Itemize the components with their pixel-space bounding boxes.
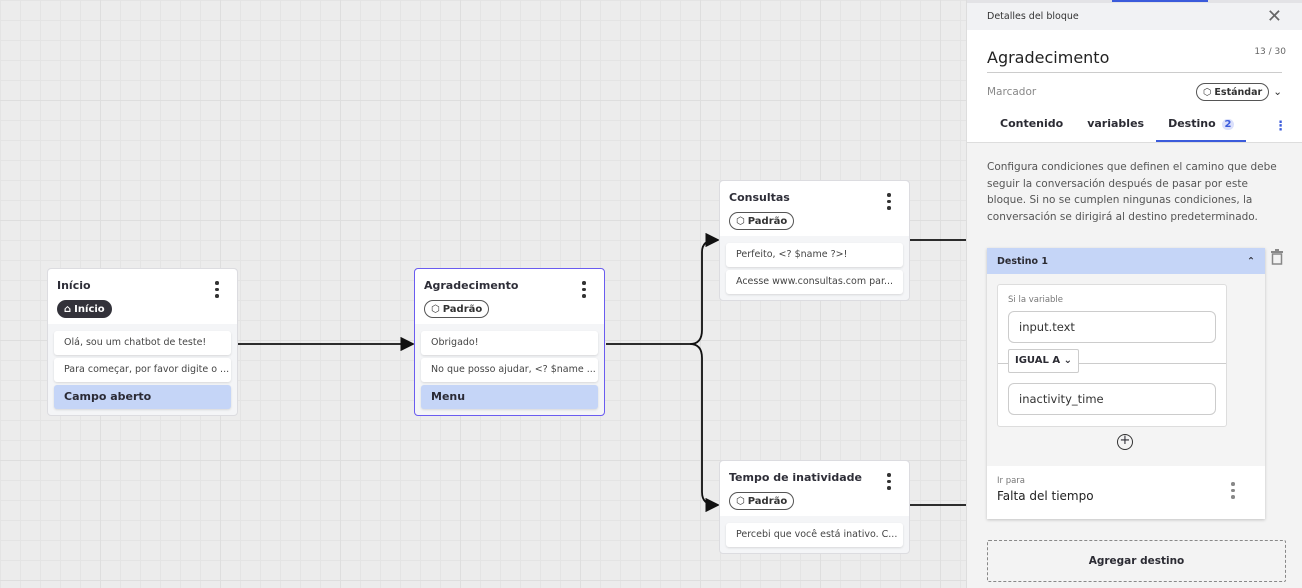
block-title-input[interactable]: Agradecimento bbox=[987, 30, 1282, 73]
home-icon: ⌂ bbox=[64, 303, 72, 315]
node-tag: ⬡Padrão bbox=[729, 492, 795, 510]
destination-header[interactable]: Destino 1 ⌃ bbox=[987, 248, 1265, 274]
edge-agradecimento-consultas bbox=[606, 232, 720, 345]
trash-icon[interactable] bbox=[1270, 249, 1284, 265]
node-tag-label: Padrão bbox=[747, 215, 788, 227]
node-item[interactable]: Campo aberto bbox=[54, 385, 231, 409]
node-menu-icon[interactable] bbox=[215, 281, 219, 298]
close-icon[interactable]: ✕ bbox=[1266, 6, 1282, 27]
chevron-up-icon[interactable]: ⌃ bbox=[1247, 255, 1255, 267]
node-item[interactable]: Olá, sou um chatbot de teste! bbox=[54, 331, 231, 355]
tab-contenido[interactable]: Contenido bbox=[1000, 117, 1064, 130]
chevron-down-icon: ⌄ bbox=[1273, 86, 1282, 98]
tag-icon: ⬡ bbox=[431, 303, 440, 315]
edge-agradecimento-tempo bbox=[689, 343, 720, 513]
node-tag: ⌂Início bbox=[57, 300, 112, 318]
goto-value: Falta del tiempo bbox=[997, 489, 1094, 503]
node-item[interactable]: Para começar, por favor digite o ... bbox=[54, 358, 231, 382]
panel-header-title: Detalles del bloque bbox=[987, 11, 1079, 22]
goto-label: Ir para bbox=[997, 476, 1026, 486]
panel-tabs: Contenido variables Destino 2 ⋮ bbox=[967, 111, 1302, 143]
value-input[interactable]: inactivity_time bbox=[1008, 383, 1216, 415]
marker-value: Estándar bbox=[1214, 86, 1263, 98]
node-item[interactable]: Acesse www.consultas.com par... bbox=[726, 270, 903, 294]
add-destination-button[interactable]: Agregar destino bbox=[987, 540, 1286, 582]
node-title: Agradecimento bbox=[424, 279, 519, 292]
condition-label: Si la variable bbox=[1008, 295, 1064, 305]
node-title: Tempo de inatividade bbox=[729, 471, 863, 484]
node-tag-label: Padrão bbox=[442, 303, 483, 315]
node-tag: ⬡Padrão bbox=[729, 212, 795, 230]
active-tab-indicator bbox=[1112, 0, 1208, 2]
add-condition-icon[interactable]: + bbox=[1117, 434, 1133, 450]
tag-icon: ⬡ bbox=[1203, 86, 1212, 98]
node-title: Início bbox=[57, 279, 91, 292]
flow-connections bbox=[238, 232, 966, 513]
condition-box: Si la variable input.text IGUAL A ⌄ inac… bbox=[997, 284, 1227, 427]
variable-input[interactable]: input.text bbox=[1008, 311, 1216, 343]
node-tag: ⬡Padrão bbox=[424, 300, 490, 318]
tag-icon: ⬡ bbox=[736, 495, 745, 507]
tab-destino-label: Destino bbox=[1168, 117, 1216, 130]
destino-description: Configura condiciones que definen el cam… bbox=[987, 161, 1277, 223]
node-menu-icon[interactable] bbox=[887, 473, 891, 490]
node-menu-icon[interactable] bbox=[887, 193, 891, 210]
node-menu-icon[interactable] bbox=[582, 281, 586, 298]
marker-label: Marcador bbox=[987, 86, 1037, 98]
node-item[interactable]: Obrigado! bbox=[421, 331, 598, 355]
tab-variables[interactable]: variables bbox=[1087, 117, 1145, 130]
chevron-down-icon: ⌄ bbox=[1063, 355, 1072, 366]
tab-destino[interactable]: Destino 2 bbox=[1156, 111, 1247, 142]
node-item[interactable]: Perfeito, <? $name ?>! bbox=[726, 243, 903, 267]
node-title: Consultas bbox=[729, 191, 790, 204]
operator-select[interactable]: IGUAL A ⌄ bbox=[1008, 349, 1079, 373]
destination-title: Destino 1 bbox=[997, 255, 1048, 267]
operator-value: IGUAL A bbox=[1015, 355, 1061, 366]
block-details-panel: Detalles del bloque ✕ Agradecimento 13 /… bbox=[966, 0, 1302, 588]
node-item[interactable]: Menu bbox=[421, 385, 598, 409]
char-count: 13 / 30 bbox=[1254, 47, 1286, 57]
destination-card: Destino 1 ⌃ Si la variable input.text IGU… bbox=[987, 248, 1265, 519]
node-item[interactable]: No que posso ajudar, <? $name ... bbox=[421, 358, 598, 382]
panel-header: Detalles del bloque ✕ bbox=[967, 0, 1302, 30]
tag-icon: ⬡ bbox=[736, 215, 745, 227]
goto-more-icon[interactable] bbox=[1231, 482, 1235, 499]
goto-section[interactable]: Ir para Falta del tiempo bbox=[987, 466, 1265, 519]
node-tag-label: Padrão bbox=[747, 495, 788, 507]
divider bbox=[998, 363, 1226, 364]
node-item[interactable]: Percebi que você está inativo. C... bbox=[726, 523, 903, 547]
destino-count-badge: 2 bbox=[1221, 119, 1235, 130]
marker-select[interactable]: ⬡Estándar ⌄ bbox=[1196, 83, 1282, 101]
node-tag-label: Início bbox=[74, 303, 105, 315]
more-options-icon[interactable]: ⋮ bbox=[1274, 119, 1287, 134]
